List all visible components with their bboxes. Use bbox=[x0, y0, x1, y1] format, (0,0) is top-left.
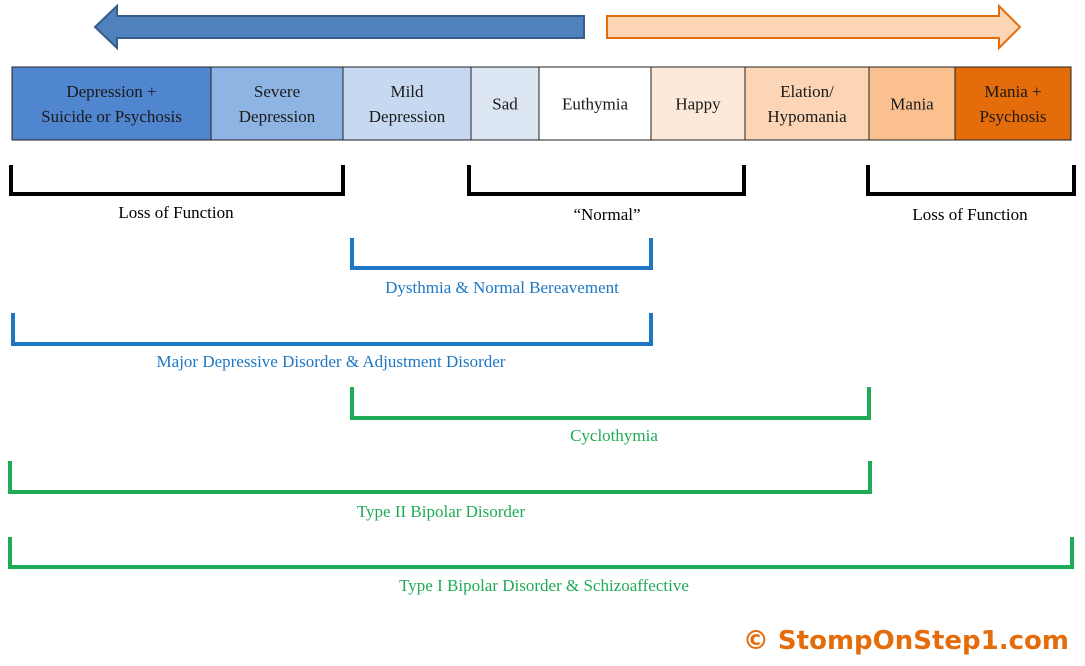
mood-spectrum-bar: Depression +Suicide or PsychosisSevereDe… bbox=[11, 66, 1072, 141]
bracket-label: Type II Bipolar Disorder bbox=[357, 502, 526, 521]
spectrum-cell-label: Severe bbox=[254, 82, 300, 101]
spectrum-cell-label: Depression bbox=[369, 107, 446, 126]
bracket: Dysthmia & Normal Bereavement bbox=[350, 238, 653, 297]
spectrum-cell-label: Euthymia bbox=[562, 95, 629, 114]
bracket-label: Loss of Function bbox=[912, 205, 1028, 224]
bracket: Type II Bipolar Disorder bbox=[8, 461, 872, 521]
left-arrow bbox=[93, 3, 585, 51]
spectrum-cell: Mania bbox=[868, 66, 956, 141]
right-arrow bbox=[606, 3, 1022, 51]
bracket: “Normal” bbox=[467, 165, 746, 224]
spectrum-cell-label: Mild bbox=[390, 82, 424, 101]
bracket-label: Major Depressive Disorder & Adjustment D… bbox=[157, 352, 506, 371]
bracket-label: Dysthmia & Normal Bereavement bbox=[385, 278, 619, 297]
bracket: Loss of Function bbox=[9, 165, 345, 222]
bracket: Type I Bipolar Disorder & Schizoaffectiv… bbox=[8, 537, 1074, 595]
bracket: Cyclothymia bbox=[350, 387, 871, 445]
spectrum-cell: Happy bbox=[650, 66, 746, 141]
spectrum-cell-label: Psychosis bbox=[979, 107, 1046, 126]
spectrum-cell-label: Depression + bbox=[66, 82, 156, 101]
spectrum-cell: Elation/Hypomania bbox=[744, 66, 870, 141]
spectrum-cell-label: Hypomania bbox=[767, 107, 847, 126]
spectrum-cell-label: Elation/ bbox=[780, 82, 834, 101]
bracket-label: Type I Bipolar Disorder & Schizoaffectiv… bbox=[399, 576, 689, 595]
bracket: Major Depressive Disorder & Adjustment D… bbox=[11, 313, 653, 371]
spectrum-cell-label: Happy bbox=[675, 95, 721, 114]
spectrum-cell-label: Depression bbox=[239, 107, 316, 126]
spectrum-cell: Sad bbox=[470, 66, 540, 141]
bracket-label: Cyclothymia bbox=[570, 426, 658, 445]
spectrum-cell-label: Mania bbox=[890, 95, 934, 114]
bracket: Loss of Function bbox=[866, 165, 1076, 224]
spectrum-cell-label: Sad bbox=[492, 95, 518, 114]
direction-arrows bbox=[93, 3, 1022, 51]
spectrum-cell-label: Mania + bbox=[984, 82, 1041, 101]
spectrum-cell: Mania + Psychosis bbox=[954, 66, 1072, 141]
bracket-label: “Normal” bbox=[573, 205, 640, 224]
spectrum-cell-label: Suicide or Psychosis bbox=[41, 107, 182, 126]
spectrum-cell: Euthymia bbox=[538, 66, 652, 141]
spectrum-cell: Depression + Suicide or Psychosis bbox=[11, 66, 212, 141]
disorder-brackets: Loss of Function “Normal” Loss of Function… bbox=[8, 165, 1076, 595]
copyright-notice: © StompOnStep1.com bbox=[742, 626, 1069, 656]
bracket-label: Loss of Function bbox=[118, 203, 234, 222]
